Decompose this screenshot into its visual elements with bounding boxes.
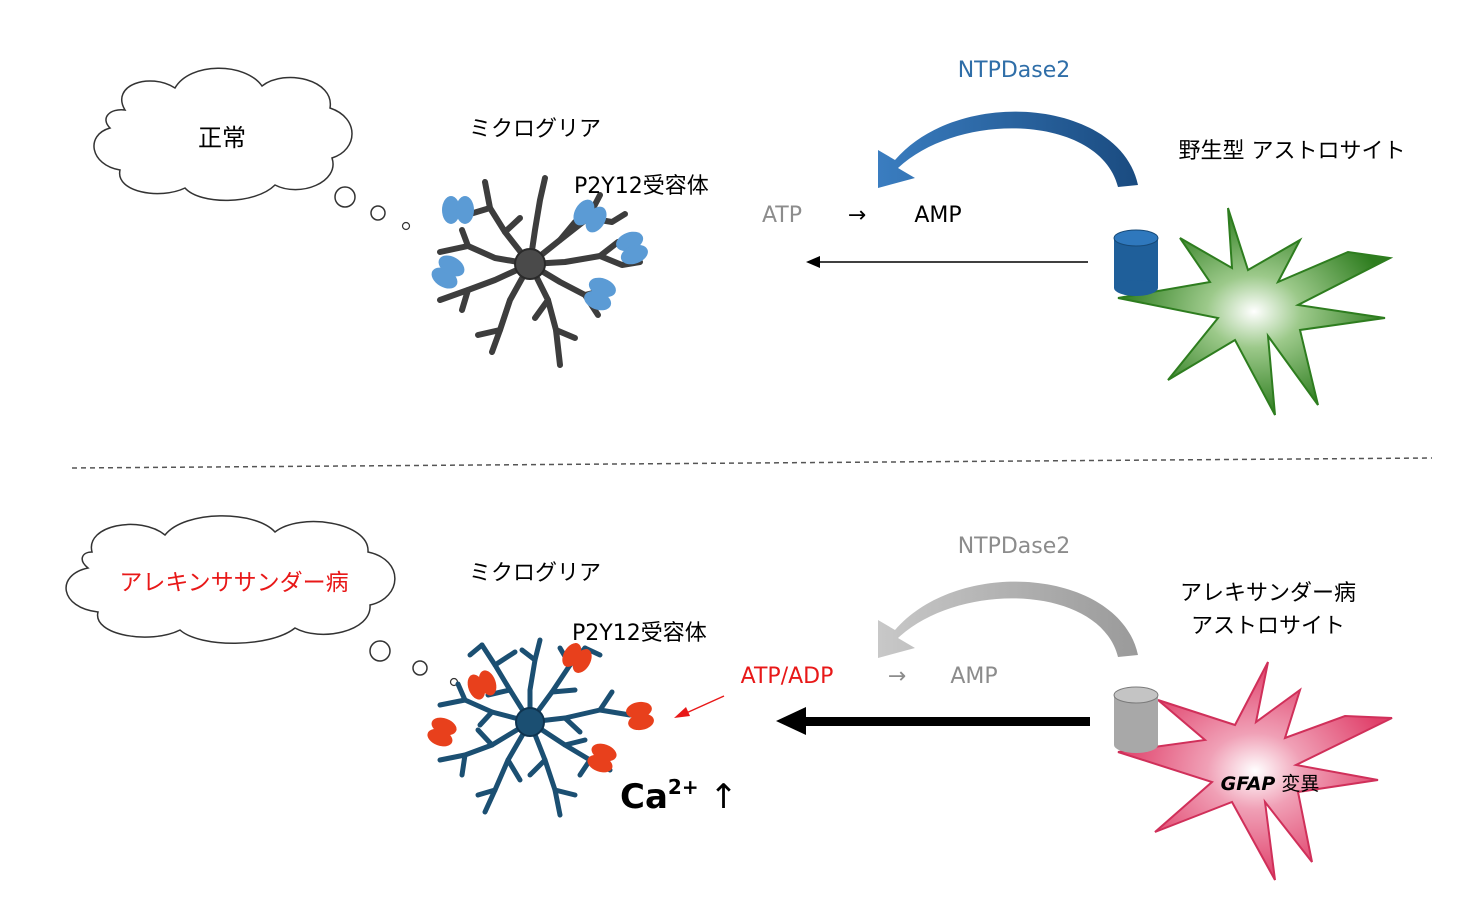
cloud-shape xyxy=(93,67,353,202)
normal-transporter-cylinder xyxy=(1113,229,1159,296)
bubble-dot-small xyxy=(401,221,411,231)
disease-release-arrow xyxy=(776,707,1090,735)
normal-release-arrow xyxy=(806,256,1088,268)
disease-binding-arrow xyxy=(674,695,725,718)
receptor xyxy=(431,255,465,289)
disease-receptor-label: P2Y12受容体 xyxy=(572,621,707,646)
bubble-dot-large xyxy=(369,640,391,662)
normal-substrate-label: ATP xyxy=(762,203,802,228)
normal-bubble-label: 正常 xyxy=(198,124,246,152)
receptor xyxy=(573,199,607,233)
disease-astrocyte-label-line1: アレキサンダー病 xyxy=(1180,581,1356,606)
normal-conversion-arrow: → xyxy=(848,203,866,228)
receptor xyxy=(442,196,474,224)
disease-microglia-label: ミクログリア xyxy=(469,561,601,586)
cloud-shape xyxy=(65,515,396,644)
disease-astrocyte-label-line2: アストロサイト xyxy=(1191,614,1345,639)
normal-receptors xyxy=(431,196,648,311)
receptor xyxy=(587,743,617,773)
disease-product-label: AMP xyxy=(950,664,997,689)
receptor xyxy=(562,643,592,673)
receptor xyxy=(626,701,654,731)
mutation-label: GFAP 変異 xyxy=(1221,773,1320,795)
normal-enzyme-arrow xyxy=(878,111,1138,188)
calcium-increase-label: Ca2+ ↑ xyxy=(620,775,738,817)
receptor xyxy=(616,231,648,265)
bubble-dot-large xyxy=(334,186,356,208)
normal-microglia-nucleus xyxy=(514,248,546,280)
normal-receptor-label: P2Y12受容体 xyxy=(574,174,709,199)
receptor xyxy=(584,277,616,311)
receptor xyxy=(427,717,457,747)
normal-enzyme-label: NTPDase2 xyxy=(958,58,1071,83)
disease-enzyme-arrow xyxy=(878,581,1138,658)
disease-microglia-nucleus xyxy=(515,707,545,737)
disease-enzyme-label: NTPDase2 xyxy=(958,534,1071,559)
disease-thought-bubble: アレキンササンダー病 xyxy=(65,515,459,687)
normal-thought-bubble: 正常 xyxy=(93,67,411,231)
normal-panel: 正常 ミクログリア xyxy=(93,58,1406,416)
disease-bubble-label: アレキンササンダー病 xyxy=(119,570,348,596)
disease-transporter-cylinder xyxy=(1113,686,1159,753)
normal-astrocyte-cell xyxy=(1117,207,1394,416)
normal-astrocyte-label: 野生型 アストロサイト xyxy=(1179,139,1406,164)
bubble-dot-medium xyxy=(370,205,386,221)
normal-microglia-cell xyxy=(437,175,643,368)
disease-conversion-arrow: → xyxy=(888,664,906,689)
panel-divider xyxy=(71,457,1433,469)
disease-panel: アレキンササンダー病 ミクログリア xyxy=(65,515,1393,881)
receptor xyxy=(467,670,497,700)
normal-microglia-label: ミクログリア xyxy=(469,117,601,142)
bubble-dot-medium xyxy=(412,660,428,676)
disease-substrate-label: ATP/ADP xyxy=(741,664,834,689)
disease-receptors xyxy=(427,643,654,773)
normal-product-label: AMP xyxy=(914,203,961,228)
disease-astrocyte-cell xyxy=(1117,661,1393,881)
